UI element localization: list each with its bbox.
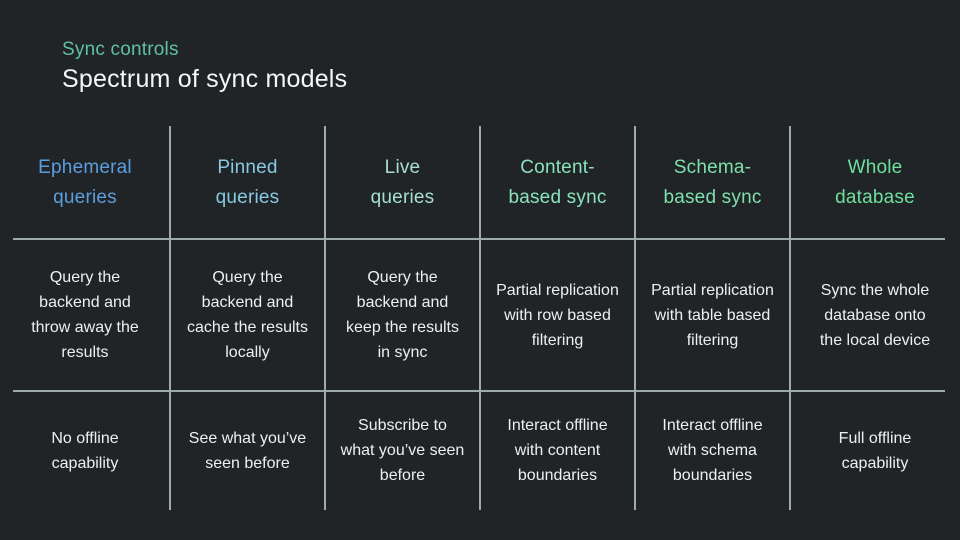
offline-content-based-sync: Interact offline with content boundaries (507, 417, 608, 484)
header-content-based-sync: Content- based sync (508, 156, 607, 208)
offline-ephemeral-queries: No offline capability (51, 429, 119, 472)
header-live-queries: Live queries (370, 156, 435, 208)
description-content-based-sync: Partial replication with row based filte… (496, 281, 619, 349)
header-ephemeral-queries: Ephemeral queries (38, 156, 132, 208)
description-schema-based-sync: Partial replication with table based fil… (651, 281, 774, 349)
slide-header: Sync controls Spectrum of sync models (62, 36, 347, 96)
slide-eyebrow: Sync controls (62, 39, 179, 60)
offline-live-queries: Subscribe to what you’ve seen before (340, 417, 465, 484)
header-pinned-queries: Pinned queries (215, 156, 280, 208)
table-column-divider (789, 126, 791, 510)
page-title: Spectrum of sync models (62, 65, 348, 93)
sync-models-table: Ephemeral queries Pinned queries Live qu… (0, 126, 960, 510)
header-whole-database: Whole database (835, 156, 915, 208)
table-column-divider (169, 126, 171, 510)
table-row-divider (13, 390, 945, 392)
description-ephemeral-queries: Query the backend and throw away the res… (31, 269, 139, 361)
description-whole-database: Sync the whole database onto the local d… (819, 281, 931, 349)
description-pinned-queries: Query the backend and cache the results … (187, 269, 308, 361)
offline-whole-database: Full offline capability (838, 429, 912, 472)
offline-schema-based-sync: Interact offline with schema boundaries (662, 417, 763, 484)
header-schema-based-sync: Schema- based sync (663, 156, 762, 208)
description-live-queries: Query the backend and keep the results i… (346, 269, 459, 361)
table-row-divider (13, 238, 945, 240)
table-column-divider (324, 126, 326, 510)
table-column-divider (634, 126, 636, 510)
table-column-divider (479, 126, 481, 510)
offline-pinned-queries: See what you’ve seen before (188, 429, 307, 472)
